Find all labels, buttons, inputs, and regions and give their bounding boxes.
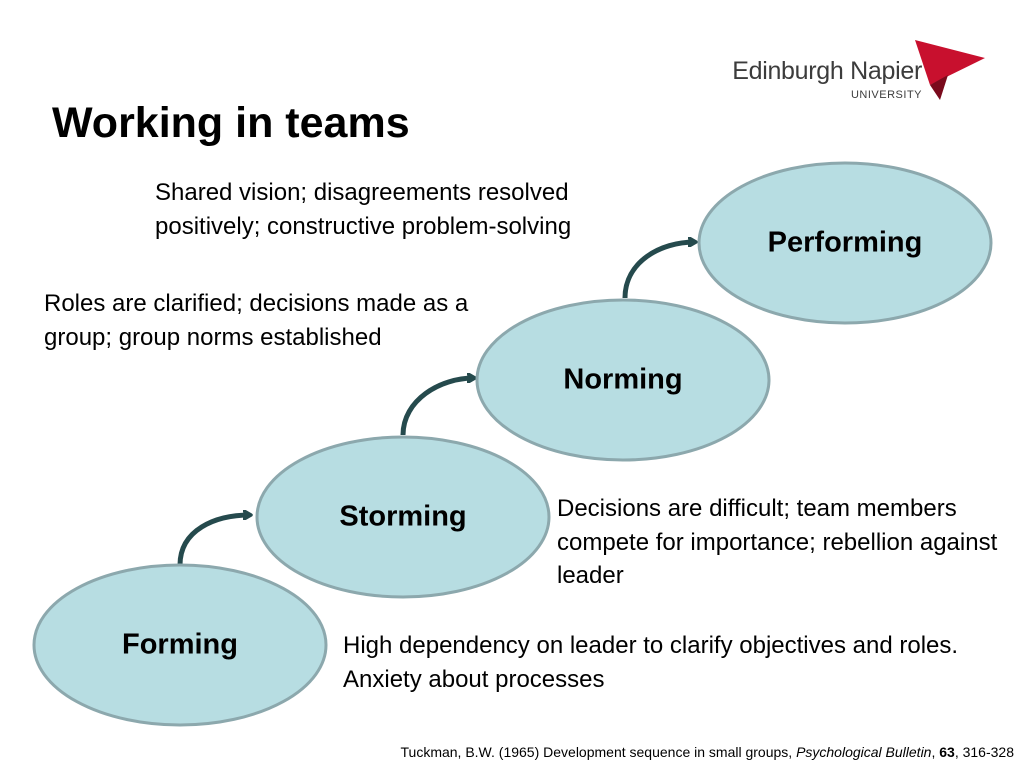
citation-volume: 63 <box>939 744 955 760</box>
stage-ellipse-norming <box>475 298 771 462</box>
stage-label-forming: Forming <box>122 628 238 661</box>
citation-authors: Tuckman, B.W. (1965) Development sequenc… <box>400 744 797 760</box>
logo-triangle-icon <box>915 40 985 85</box>
arrow-forming-to-storming <box>177 515 250 566</box>
citation-separator: , <box>931 744 940 760</box>
arrow-storming-to-norming <box>400 378 474 436</box>
stage-description-norming: Roles are clarified; decisions made as a… <box>44 290 469 351</box>
stage-label-performing: Performing <box>767 226 923 259</box>
citation-pages: , 316-328 <box>954 744 1014 760</box>
citation-journal: Psychological Bulletin <box>796 744 932 760</box>
stage-ellipse-storming <box>255 435 551 599</box>
logo-subtitle: UNIVERSITY <box>850 89 922 101</box>
logo-triangle-shadow-icon <box>930 75 948 100</box>
page-title: Working in teams <box>52 99 410 147</box>
arrow-norming-to-performing <box>622 242 695 299</box>
stage-ellipse-performing <box>697 161 993 325</box>
stage-label-storming: Storming <box>339 500 467 533</box>
stage-label-norming: Norming <box>563 363 683 396</box>
logo-name: Edinburgh Napier <box>732 57 922 85</box>
citation: Tuckman, B.W. (1965) Development sequenc… <box>401 744 1015 760</box>
stage-description-forming: High dependency on leader to clarify obj… <box>343 632 959 693</box>
stage-ellipse-forming <box>32 563 328 727</box>
stage-description-storming: Decisions are difficult; team members co… <box>557 495 998 590</box>
stage-description-performing: Shared vision; disagreements resolved po… <box>155 179 572 240</box>
